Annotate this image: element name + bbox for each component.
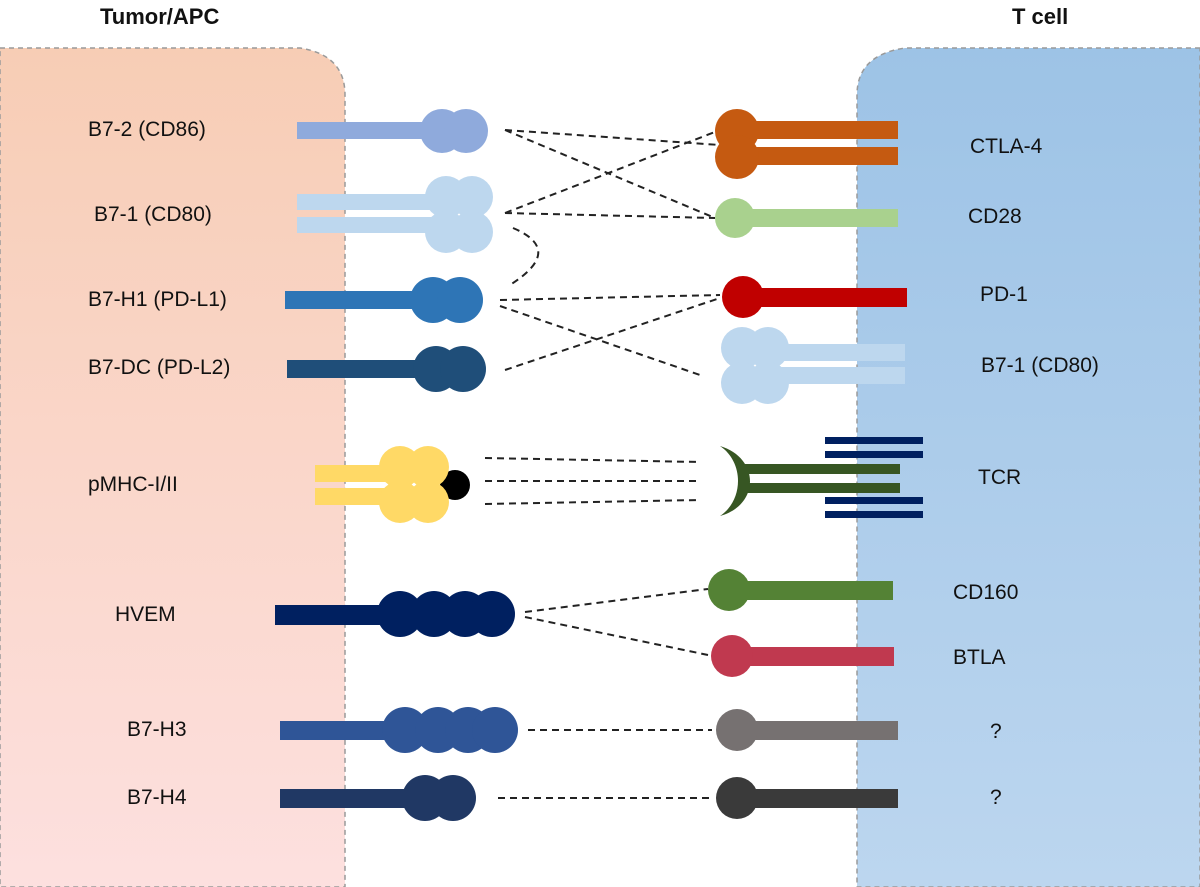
- interaction-pd-l1-pd-1: [499, 294, 721, 301]
- ligand-pd-l1: [285, 277, 483, 323]
- interaction-lines: [484, 129, 721, 799]
- tcr-binding-site: [720, 446, 750, 516]
- ligand-pd-l2: [287, 346, 486, 392]
- interaction-pmhc-tcr-3: [484, 499, 701, 505]
- ligand-hvem: [275, 591, 515, 637]
- ligand-b7-2: [297, 109, 488, 153]
- interaction-b7-1-cd28: [504, 212, 716, 219]
- ligand-label-b7-2: B7-2 (CD86): [88, 118, 206, 141]
- peptide: [440, 470, 470, 500]
- ligand-pmhc: [315, 446, 470, 523]
- receptor-label-ctla-4: CTLA-4: [970, 135, 1043, 158]
- receptor-cd160: [708, 569, 893, 611]
- receptor-label-cd28: CD28: [968, 205, 1022, 228]
- interaction-pd-l2-pd-1: [504, 297, 721, 371]
- interaction-b7-1-ctla-4: [504, 129, 721, 214]
- interaction-hvem-btla: [524, 616, 709, 656]
- receptor-btla: [711, 635, 894, 677]
- receptor-ctla-4: [715, 109, 898, 179]
- interaction-pd-l1-b7-1-t: [499, 305, 701, 376]
- ligand-label-b7-h4: B7-H4: [127, 786, 187, 809]
- interaction-hvem-cd160: [524, 588, 709, 613]
- receptor-unknown-h4: [716, 777, 898, 819]
- header-tumor-apc: Tumor/APC: [100, 4, 220, 29]
- receptor-b7-1: [721, 327, 905, 404]
- ligand-label-pd-l2: B7-DC (PD-L2): [88, 356, 231, 379]
- receptor-label-unknown-h4: ?: [990, 786, 1002, 809]
- receptor-pd-1: [722, 276, 907, 318]
- receptor-label-tcr: TCR: [978, 466, 1022, 489]
- ligand-label-pd-l1: B7-H1 (PD-L1): [88, 288, 227, 311]
- ligand-b7-h3: [280, 707, 518, 753]
- receptor-label-b7-1: B7-1 (CD80): [981, 354, 1099, 377]
- ligand-label-hvem: HVEM: [115, 603, 176, 626]
- interaction-b7-1-pd-l1: [509, 227, 540, 286]
- ligand-b7-1: [297, 176, 493, 253]
- receptor-cd28: [715, 198, 898, 238]
- t-cell-membrane: [856, 47, 1200, 887]
- header-t-cell: T cell: [1012, 4, 1069, 29]
- receptor-unknown-h3: [716, 709, 898, 751]
- receptor-label-pd-1: PD-1: [980, 283, 1028, 306]
- cd3-chains: [825, 437, 923, 518]
- ligand-b7-h4: [280, 775, 476, 821]
- ligand-label-pmhc: pMHC-I/II: [88, 473, 178, 496]
- receptor-label-cd160: CD160: [953, 581, 1019, 604]
- receptor-label-btla: BTLA: [953, 646, 1006, 669]
- receptor-label-unknown-h3: ?: [990, 720, 1002, 743]
- tumor-apc-membrane: [0, 47, 346, 887]
- receptor-tcr: [720, 437, 923, 518]
- interaction-b7-2-cd28: [504, 129, 716, 219]
- ligand-label-b7-1: B7-1 (CD80): [94, 203, 212, 226]
- ligand-label-b7-h3: B7-H3: [127, 718, 187, 741]
- interaction-pmhc-tcr-1: [484, 457, 701, 463]
